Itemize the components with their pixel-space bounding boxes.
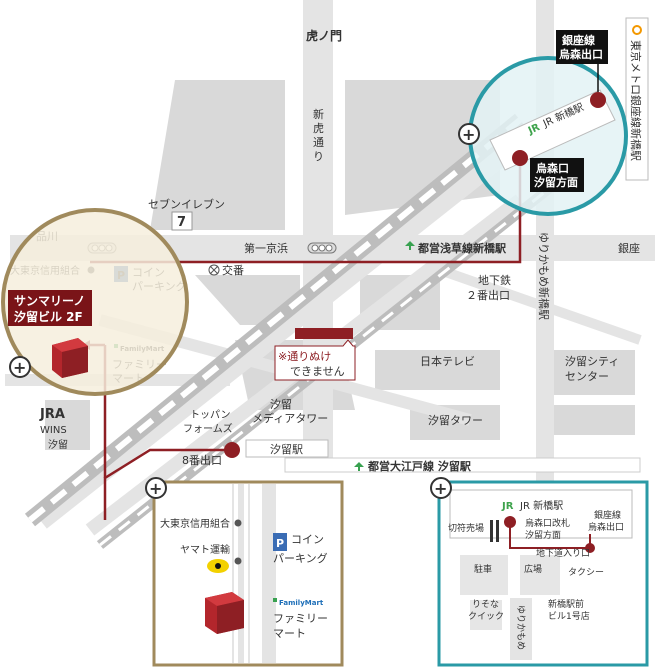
yamato-label: ヤマト運輸: [180, 543, 230, 556]
inset-parking-label-1: コイン: [291, 533, 324, 546]
inset-parking-label-2: パーキング: [273, 551, 328, 565]
building-floor-label: 汐留ビル 2F: [14, 309, 83, 324]
karasumori-gate-label-2: 汐留方面: [525, 529, 561, 541]
metro-icon: [632, 25, 642, 35]
station-zoom-circle: JR JR 新橋駅 銀座線 烏森出口 烏森口 汐留方面 +: [458, 30, 628, 216]
no-pass-bar: [295, 328, 353, 339]
svg-text:+: +: [462, 125, 475, 144]
building-detail-inset: + 大東京信用組合 P コイン パーキング ヤマト運輸 FamilyMart フ…: [145, 477, 344, 667]
svg-text:新: 新: [313, 107, 324, 121]
metro-label-box: [625, 17, 649, 181]
taxi-label: タクシー: [568, 567, 604, 578]
oedo-line-label: 都営大江戸線 汐留駅: [367, 459, 471, 473]
ginza-exit-label-2: 烏森出口: [559, 47, 603, 61]
shintora-dori-label: 新 虎 通 り: [313, 107, 324, 163]
svg-text:+: +: [13, 358, 26, 377]
plaza-label: 広場: [524, 563, 542, 575]
toranomon-label: 虎ノ門: [306, 28, 342, 43]
inset-jr-station-label: JR 新橋駅: [519, 499, 563, 512]
inset-yurikamome-label: ゆりかもめ: [515, 605, 526, 650]
resona-label-1: りそな: [472, 599, 499, 610]
oedo-line-strip: [284, 457, 641, 473]
inset-familymart-logo: FamilyMart: [279, 599, 324, 607]
toei-asakusa-icon: [405, 241, 415, 250]
resona-label-2: クイック: [468, 611, 504, 622]
ntv-label: 日本テレビ: [420, 354, 475, 368]
station-inset-plus-icon: +: [434, 479, 447, 498]
inset-jr-mark: JR: [501, 501, 514, 512]
shiodome-station-box: [245, 439, 329, 458]
parking-lot-label: 駐車: [474, 563, 492, 575]
shiodome-tower-label: 汐留タワー: [428, 413, 483, 427]
svg-text:虎: 虎: [313, 122, 324, 135]
svg-text:通: 通: [313, 136, 324, 149]
shinbashi-bldg-label-2: ビル1号店: [548, 610, 590, 622]
ginza-label: 銀座: [618, 241, 640, 255]
no-pass-label-2: できません: [290, 365, 345, 378]
yamato-icon: [207, 559, 229, 573]
underground-entrance-label: 地下道入り口: [536, 547, 590, 559]
chikatetsu-label-2: ２番出口: [466, 288, 510, 302]
jra-label-3: 汐留: [48, 438, 68, 451]
shiodome-city-label-2: センター: [565, 370, 609, 383]
station-detail-inset: + JR JR 新橋駅 切符売場 烏森口改札 汐留方面 銀座線 烏森出口 地下道…: [430, 477, 649, 667]
inset-familymart-label-2: マート: [273, 627, 306, 640]
toppan-label-1: トッパン: [190, 409, 231, 421]
inset-ginza-exit-label-1: 銀座線: [594, 509, 621, 521]
toppan-label-2: フォームズ: [183, 422, 233, 435]
yurikamome-station-label: ゆりかもめ新橋駅: [537, 232, 551, 320]
zoom-plus-icon: [9, 356, 31, 378]
svg-text:7: 7: [177, 215, 186, 230]
chikatetsu-label-1: 地下鉄: [478, 273, 511, 287]
daiichi-keihin-label: 第一京浜: [244, 241, 288, 255]
seven-eleven-label: セブンイレブン: [148, 197, 225, 211]
asakusa-line-label: 都営浅草線新橋駅: [417, 241, 506, 255]
svg-text:P: P: [276, 537, 284, 550]
svg-text:り: り: [313, 150, 324, 163]
inset-parking-icon: [273, 533, 287, 551]
shinbashi-bldg-label-1: 新橋駅前: [548, 598, 584, 610]
station-zoom-plus-icon: [458, 123, 480, 145]
ginza-exit-label-1: 銀座線: [562, 33, 595, 47]
toei-oedo-icon: [354, 462, 364, 471]
seven-eleven-icon: 7: [171, 211, 193, 231]
jr-mark: JR: [526, 122, 542, 137]
jra-label-1: JRA: [39, 407, 65, 422]
media-tower-label-1: 汐留: [270, 397, 292, 411]
building-name-label: サンマリーノ: [14, 294, 85, 308]
no-pass-callout: [274, 339, 356, 381]
inset-credit-union-label: 大東京信用組合: [160, 517, 230, 530]
metro-station-label: 東京メトロ銀座線新橋駅: [629, 40, 643, 161]
shiodome-station-label: 汐留駅: [270, 442, 303, 456]
building-zoom-circle: サンマリーノ 汐留ビル 2F +: [1, 208, 189, 396]
karasumori-gate-label-1: 烏森口改札: [525, 517, 570, 529]
jra-label-2: WINS: [40, 425, 67, 436]
ticket-office-label: 切符売場: [448, 522, 484, 534]
koban-icon: [208, 264, 220, 276]
no-pass-label-1: ※通りぬけ: [278, 350, 331, 363]
exit8-dot: [224, 442, 240, 458]
inset-ginza-exit-label-2: 烏森出口: [588, 521, 624, 533]
media-tower-label-2: メディアタワー: [252, 411, 328, 425]
karasumori-label-1: 烏森口: [536, 161, 569, 175]
inset-familymart-label-1: ファミリー: [273, 612, 328, 625]
shiodome-city-label-1: 汐留シティ: [565, 354, 619, 368]
koban-label: 交番: [222, 263, 244, 277]
exit8-label: 8番出口: [182, 453, 222, 467]
karasumori-label-2: 汐留方面: [534, 175, 578, 189]
building-cube-icon: [52, 338, 88, 378]
inset-plus-icon: +: [149, 479, 162, 498]
inset-building-cube-icon: [205, 592, 244, 634]
